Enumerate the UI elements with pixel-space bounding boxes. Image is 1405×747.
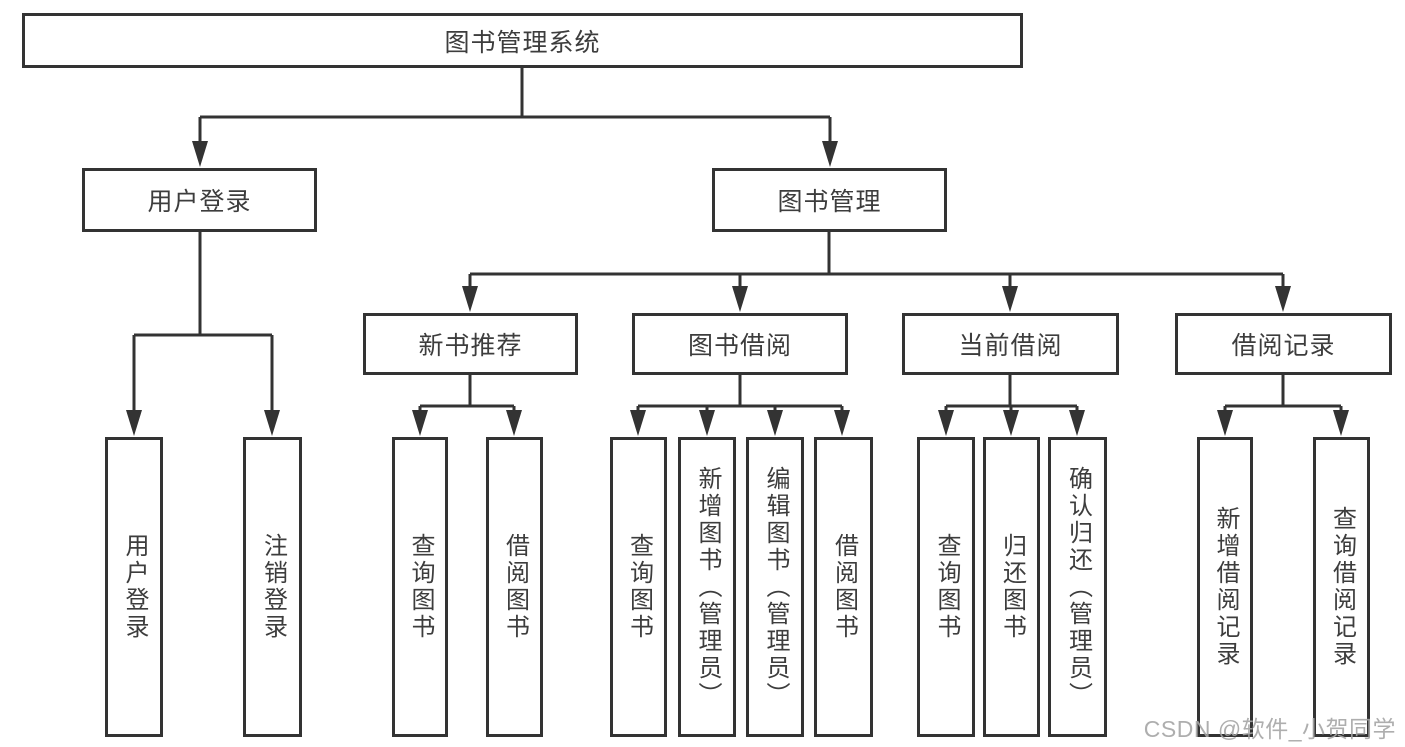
- node-label: 确认归还（管理员）: [1064, 465, 1092, 709]
- leaf-confirm-return-admin: 确认归还（管理员）: [1048, 437, 1107, 737]
- arrow-heads: [126, 141, 1349, 436]
- arrow-head: [732, 286, 748, 312]
- node-label: 当前借阅: [958, 332, 1063, 360]
- leaf-query-borrow-record: 查询借阅记录: [1313, 437, 1370, 737]
- arrow-head: [699, 410, 715, 436]
- arrow-head: [1275, 286, 1291, 312]
- arrow-head: [192, 141, 208, 167]
- arrow-head: [1069, 410, 1085, 436]
- node-label: 查询借阅记录: [1328, 506, 1356, 668]
- node-label: 查询图书: [933, 533, 960, 641]
- leaf-add-borrow-record: 新增借阅记录: [1197, 437, 1253, 737]
- arrow-head: [126, 410, 142, 436]
- arrow-head: [1217, 410, 1233, 436]
- leaf-return-book: 归还图书: [983, 437, 1040, 737]
- node-label: 借阅图书: [501, 533, 529, 641]
- node-label: 新增借阅记录: [1212, 506, 1239, 668]
- leaf-logout: 注销登录: [243, 437, 302, 737]
- node-book-management: 图书管理: [712, 168, 947, 232]
- node-label: 新增图书（管理员）: [694, 465, 721, 709]
- leaf-query-books-recommendation: 查询图书: [392, 437, 448, 737]
- leaf-user-login: 用户登录: [105, 437, 163, 737]
- node-user-login: 用户登录: [82, 168, 317, 232]
- leaf-borrow-books-borrowing: 借阅图书: [814, 437, 873, 737]
- node-borrowing-records: 借阅记录: [1175, 313, 1392, 375]
- arrow-head: [462, 286, 478, 312]
- node-label: 注销登录: [259, 533, 287, 641]
- arrow-head: [1333, 410, 1349, 436]
- arrow-head: [1003, 410, 1019, 436]
- node-label: 用户登录: [121, 533, 148, 641]
- leaf-add-book-admin: 新增图书（管理员）: [678, 437, 736, 737]
- node-label: 图书借阅: [687, 332, 792, 360]
- leaf-borrow-books-recommendation: 借阅图书: [486, 437, 543, 737]
- leaf-query-books-borrowing: 查询图书: [610, 437, 667, 737]
- leaf-edit-book-admin: 编辑图书（管理员）: [746, 437, 804, 737]
- node-current-borrowing: 当前借阅: [902, 313, 1119, 375]
- watermark-text: CSDN @软件_小贺同学: [1143, 716, 1396, 742]
- arrow-head: [834, 410, 850, 436]
- arrow-head: [767, 410, 783, 436]
- arrow-head: [822, 141, 838, 167]
- arrow-head: [264, 410, 280, 436]
- arrow-head: [506, 410, 522, 436]
- node-label: 借阅记录: [1231, 332, 1336, 360]
- node-label: 图书管理: [777, 188, 882, 216]
- node-label: 借阅图书: [830, 533, 858, 641]
- node-new-book-recommendation: 新书推荐: [363, 313, 578, 375]
- node-label: 查询图书: [407, 533, 434, 641]
- node-label: 归还图书: [998, 533, 1026, 641]
- node-label: 用户登录: [147, 188, 252, 216]
- node-label: 查询图书: [625, 533, 653, 641]
- arrow-head: [938, 410, 954, 436]
- node-label: 新书推荐: [418, 332, 523, 360]
- arrow-head: [412, 410, 428, 436]
- node-label: 图书管理系统: [444, 28, 601, 57]
- arrow-head: [1002, 286, 1018, 312]
- node-label: 编辑图书（管理员）: [762, 465, 789, 709]
- node-book-borrowing: 图书借阅: [632, 313, 848, 375]
- arrow-head: [630, 410, 646, 436]
- node-library-management-system: 图书管理系统: [22, 13, 1023, 68]
- leaf-query-books-current: 查询图书: [917, 437, 975, 737]
